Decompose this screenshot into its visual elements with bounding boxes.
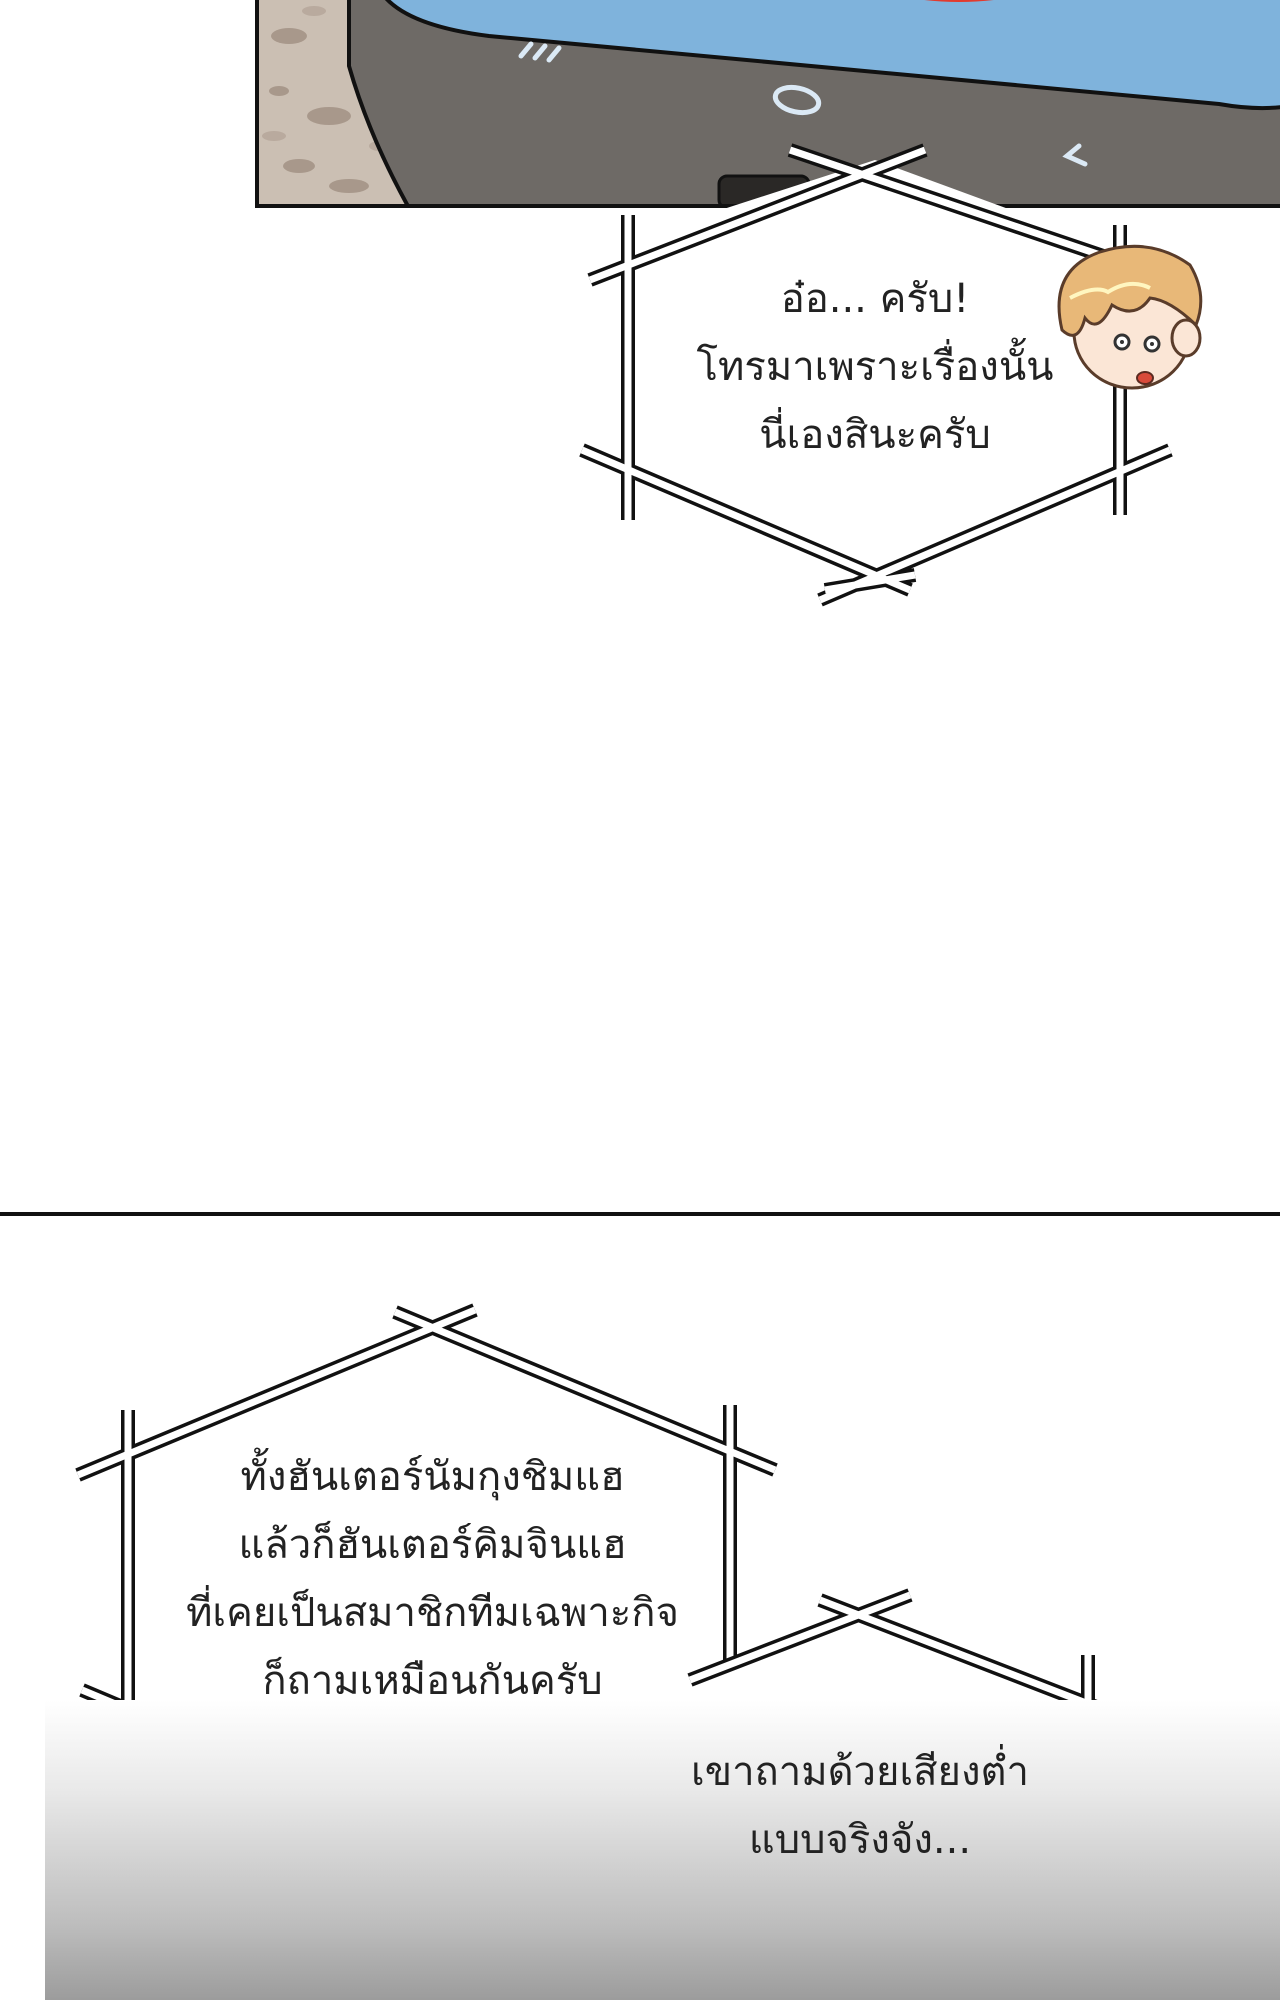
bubble-line: อ๋อ... ครับ! (780, 276, 970, 322)
recent-apps-icon (518, 41, 562, 63)
bubble-line: แล้วก็ฮันเตอร์คิมจินแฮ (238, 1522, 627, 1568)
phone-panel (255, 0, 1280, 208)
speech-bubble-1-text: อ๋อ... ครับ! โทรมาเพราะเรื่องนั้น นี่เอง… (655, 265, 1095, 469)
speech-bubble-3-text: เขาถามด้วยเสียงต่ำ แบบจริงจัง... (650, 1738, 1070, 1874)
speech-bubble-2-text: ทั้งฮันเตอร์นัมกุงชิมแฮ แล้วก็ฮันเตอร์คิ… (135, 1443, 730, 1715)
phone-illustration (259, 0, 1280, 204)
bubble-line: แบบจริงจัง... (748, 1817, 972, 1863)
lower-panel-background (45, 1700, 1280, 2000)
bubble-line: ก็ถามเหมือนกันครับ (262, 1658, 603, 1704)
home-icon (772, 84, 822, 116)
bubble-line: เขาถามด้วยเสียงต่ำ (691, 1749, 1029, 1795)
back-icon (1062, 143, 1088, 167)
bubble-line: ที่เคยเป็นสมาชิกทีมเฉพาะกิจ (186, 1590, 679, 1636)
panel-divider (0, 1212, 1280, 1216)
bubble-line: โทรมาเพราะเรื่องนั้น (696, 344, 1054, 390)
bubble-line: ทั้งฮันเตอร์นัมกุงชิมแฮ (240, 1454, 625, 1500)
bubble-line: นี่เองสินะครับ (759, 412, 991, 458)
